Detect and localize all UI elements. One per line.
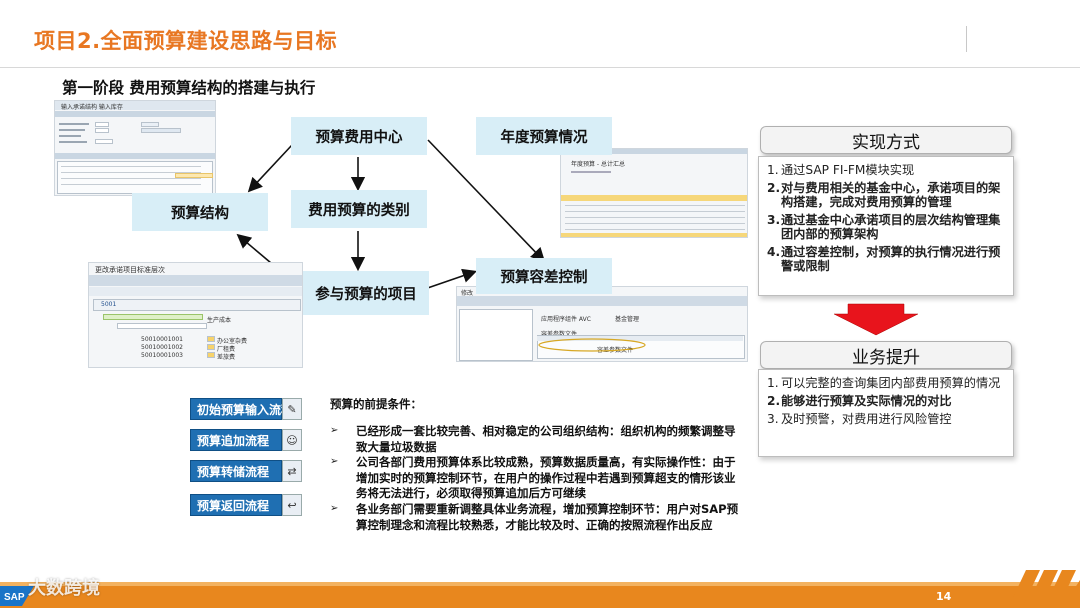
panel-item-number: 3. <box>767 412 779 426</box>
header-rule <box>0 67 1080 68</box>
transfer-icon: ⇄ <box>282 460 302 482</box>
person-icon: ☺ <box>282 429 302 451</box>
panel-item-number: 4. <box>767 245 781 259</box>
svg-text:SAP: SAP <box>4 592 25 603</box>
red-down-arrow <box>833 303 919 336</box>
panel-item: 3.及时预警，对费用进行风险管控 <box>767 412 1005 426</box>
conditions-title: 预算的前提条件： <box>330 397 422 411</box>
tolerance-screenshot-title: 修改 <box>461 290 474 297</box>
panel-item-text: 对与费用相关的基金中心，承诺项目的架构搭建，完成对费用预算的管理 <box>781 181 1001 209</box>
improve-header: 业务提升 <box>760 341 1012 369</box>
flow-budget-cost-center: 预算费用中心 <box>291 117 427 155</box>
page-number: 14 <box>936 590 952 603</box>
page-title: 项目2.全面预算建设思路与目标 <box>34 29 338 53</box>
stripe-decoration <box>1008 570 1080 608</box>
panel-item-number: 2. <box>767 394 781 408</box>
watermark: 大数跨境 <box>28 578 100 599</box>
hierarchy-node-2: 50010001001 <box>141 336 183 343</box>
flow-budget-tolerance: 预算容差控制 <box>476 258 612 294</box>
sap-logo: SAP <box>0 586 34 606</box>
hierarchy-node-4: 50010001003 <box>141 352 183 359</box>
panel-item-number: 1. <box>767 376 779 390</box>
arrow-bullet-icon: ➢ <box>330 502 339 514</box>
highlight-oval <box>538 338 646 352</box>
panel-item-text: 能够进行预算及实际情况的对比 <box>781 394 952 408</box>
footer-shade <box>0 582 1080 586</box>
header-divider <box>966 26 967 52</box>
structure-screenshot-title: 输入承诺结构 输入库存 <box>61 104 123 111</box>
flow-budget-structure: 预算结构 <box>132 193 268 231</box>
hierarchy-node-3: 50010001002 <box>141 344 183 351</box>
panel-item: 2.能够进行预算及实际情况的对比 <box>767 394 1005 408</box>
process-transfer[interactable]: 预算转储流程 ⇄ <box>190 460 302 482</box>
panel-item-number: 1. <box>767 163 779 177</box>
panel-item: 4.通过容差控制，对预算的执行情况进行预警或限制 <box>767 245 1005 273</box>
condition-item: ➢ 公司各部门费用预算体系比较成熟，预算数据质量高，有实际操作性：由于增加实时的… <box>330 455 736 501</box>
process-append-button[interactable]: 预算追加流程 <box>190 429 282 451</box>
process-transfer-button[interactable]: 预算转储流程 <box>190 460 282 482</box>
condition-item: ➢ 各业务部门需要重新调整具体业务流程，增加预算控制环节：用户对SAP预算控制理… <box>330 501 739 532</box>
stage-title: 第一阶段 费用预算结构的搭建与执行 <box>62 79 316 97</box>
flow-budget-items: 参与预算的项目 <box>303 271 429 315</box>
panel-item: 3.通过基金中心承诺项目的层次结构管理集团内部的预算架构 <box>767 213 1005 241</box>
arrow-center-to-tolerance <box>427 139 546 263</box>
arrow-bullet-icon: ➢ <box>330 425 339 436</box>
method-header: 实现方式 <box>760 126 1012 154</box>
footer-band <box>0 586 1080 608</box>
condition-item: ➢ 已经形成一套比较完善、相对稳定的公司组织结构：组织机构的频繁调整导致大量垃圾… <box>330 424 736 454</box>
panel-item-text: 可以完整的查询集团内部费用预算的情况 <box>781 376 1001 390</box>
panel-item-text: 通过基金中心承诺项目的层次结构管理集团内部的预算架构 <box>781 213 1001 241</box>
arrow-center-to-structure <box>247 144 293 193</box>
hierarchy-screenshot-title: 更改承诺项目标准层次 <box>95 266 165 274</box>
flow-cost-budget-category: 费用预算的类别 <box>291 190 427 228</box>
panel-item-text: 及时预警，对费用进行风险管控 <box>781 412 952 426</box>
process-initial[interactable]: 初始预算输入流程 ✎ <box>190 398 302 420</box>
annual-budget-screenshot: 年度预算 - 总计汇总 <box>560 148 748 238</box>
process-initial-button[interactable]: 初始预算输入流程 <box>190 398 293 420</box>
arrow-bullet-icon: ➢ <box>330 456 339 468</box>
process-append[interactable]: 预算追加流程 ☺ <box>190 429 302 451</box>
document-icon: ✎ <box>282 398 302 420</box>
panel-item: 2.对与费用相关的基金中心，承诺项目的架构搭建，完成对费用预算的管理 <box>767 181 1005 209</box>
panel-item-text: 通过容差控制，对预算的执行情况进行预警或限制 <box>781 245 1001 273</box>
conditions-list: ➢ 已经形成一套比较完善、相对稳定的公司组织结构：组织机构的频繁调整导致大量垃圾… <box>330 424 740 533</box>
panel-item: 1.通过SAP FI-FM模块实现 <box>767 163 1005 177</box>
flow-annual-budget: 年度预算情况 <box>476 117 612 155</box>
process-return[interactable]: 预算返回流程 ↩ <box>190 494 302 516</box>
panel-item-text: 通过SAP FI-FM模块实现 <box>781 163 915 177</box>
return-icon: ↩ <box>282 494 302 516</box>
panel-item-number: 2. <box>767 181 781 195</box>
annual-budget-screenshot-title: 年度预算 - 总计汇总 <box>571 161 625 168</box>
hierarchy-node-0: 5001 <box>101 301 117 308</box>
panel-item: 1.可以完整的查询集团内部费用预算的情况 <box>767 376 1005 390</box>
structure-screenshot: 输入承诺结构 输入库存 <box>54 100 216 196</box>
tolerance-screenshot: 修改 应用程序组件 AVC 基金管理 容差参数文件 容差参数文件 <box>456 286 748 362</box>
process-return-button[interactable]: 预算返回流程 <box>190 494 282 516</box>
hierarchy-screenshot: 更改承诺项目标准层次 5001 生产成本 50010001 5001000100… <box>88 262 303 368</box>
panel-item-number: 3. <box>767 213 781 227</box>
